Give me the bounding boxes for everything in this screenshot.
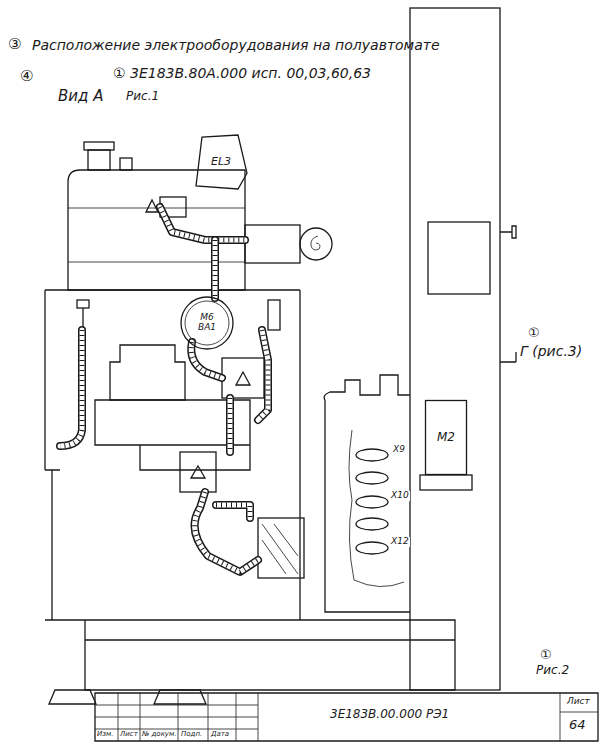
switch-circle: М6ВА1 (180, 296, 234, 350)
node-text: EL3 (211, 156, 231, 168)
table-cell: Изм. (97, 731, 113, 739)
motor-box: М2 (425, 400, 467, 475)
lamp-housing: EL3 (194, 134, 248, 190)
drawing-title: Расположение электрооборудования на полу… (32, 38, 440, 53)
table-cell: № докум. (142, 731, 177, 739)
view-label: Вид А (58, 88, 103, 105)
callout-number: ③ (8, 36, 21, 53)
table-cell: Лист (120, 731, 138, 739)
callout-number: ① (528, 326, 540, 340)
sheet-number: 64 (569, 718, 586, 732)
figure-ref: Рис.1 (126, 90, 159, 103)
table-cell: Подп. (181, 731, 202, 739)
callout-number: ① (113, 66, 126, 81)
view-ref: Г (рис.3) (520, 344, 582, 359)
callout-number: ① (540, 648, 552, 662)
connector-label: Х10 (390, 491, 410, 501)
callout-number: ④ (20, 68, 33, 85)
table-cell: Лист (567, 697, 590, 707)
connector-label: Х9 (392, 445, 406, 455)
connector-label: Х12 (390, 537, 410, 547)
table-cell: Дата (211, 731, 229, 739)
figure-ref: Рис.2 (536, 664, 569, 677)
node-text: М2 (437, 431, 455, 444)
node-text: М6 (200, 313, 214, 323)
drawing-code: 3Е183В.80А.000 исп. 00,03,60,63 (130, 66, 371, 81)
node-text: ВА1 (198, 323, 216, 333)
document-code: 3Е183В.00.000 РЭ1 (330, 708, 449, 721)
